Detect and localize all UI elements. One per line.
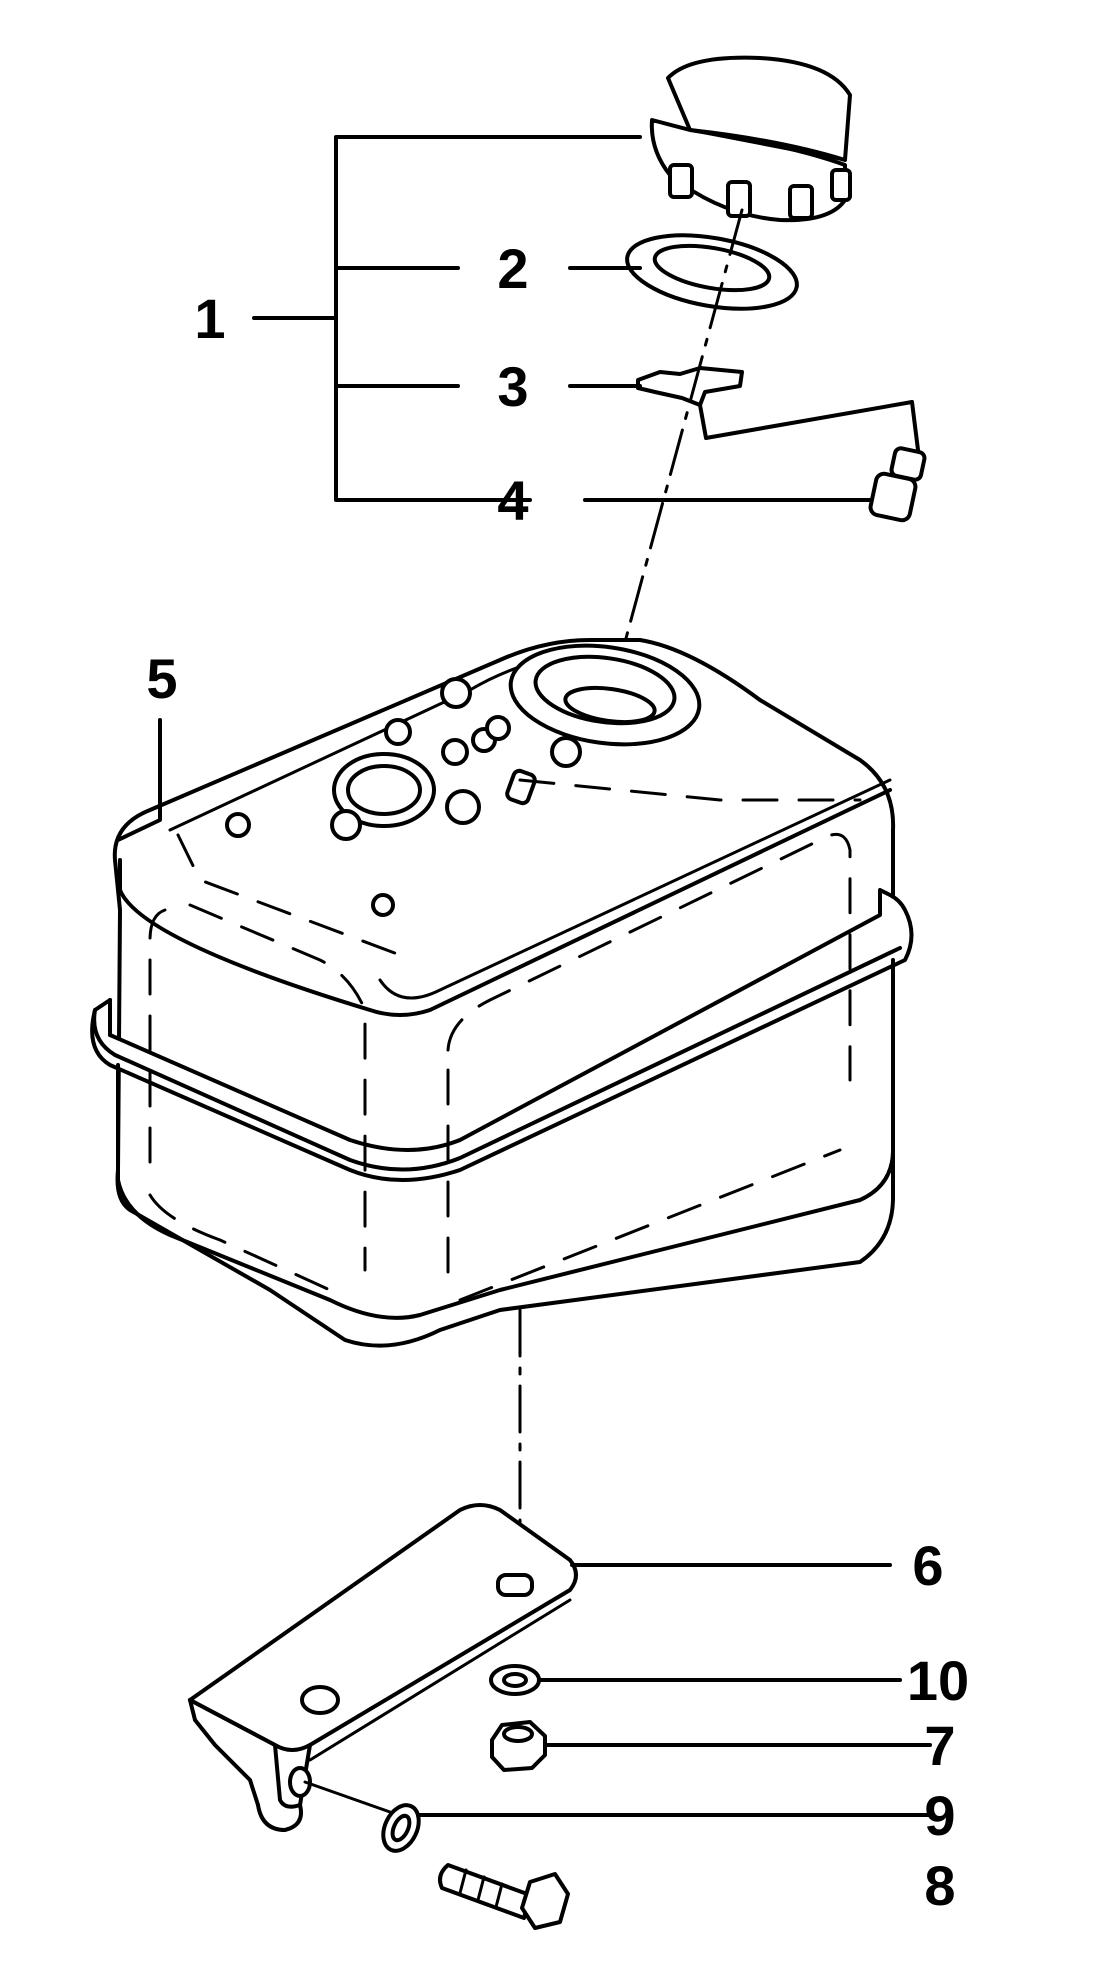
callout-2: 2 [497,237,528,300]
callout-7: 7 [924,1714,955,1777]
retainer-clip [636,366,914,440]
callout-labels: 1 2 3 4 5 6 10 7 9 8 [146,237,969,1917]
screw-4 [868,400,927,523]
assembly-bracket [252,135,642,502]
o-ring-9 [303,1780,421,1853]
gasket [625,233,799,311]
callout-1: 1 [194,287,225,350]
fuel-tank [90,638,914,1348]
filler-cap [649,55,852,223]
bolt-8 [438,1863,570,1930]
callout-4: 4 [497,469,528,532]
callout-10: 10 [907,1649,969,1712]
callout-8: 8 [924,1854,955,1917]
callout-3: 3 [497,355,528,418]
mounting-bracket [188,1503,578,1832]
callout-6: 6 [912,1534,943,1597]
nut-7 [490,1720,547,1772]
washer-10 [489,1664,541,1696]
callout-5: 5 [146,647,177,710]
callout-9: 9 [924,1784,955,1847]
axis-line-top [610,208,744,692]
leader-lines [116,266,932,1817]
